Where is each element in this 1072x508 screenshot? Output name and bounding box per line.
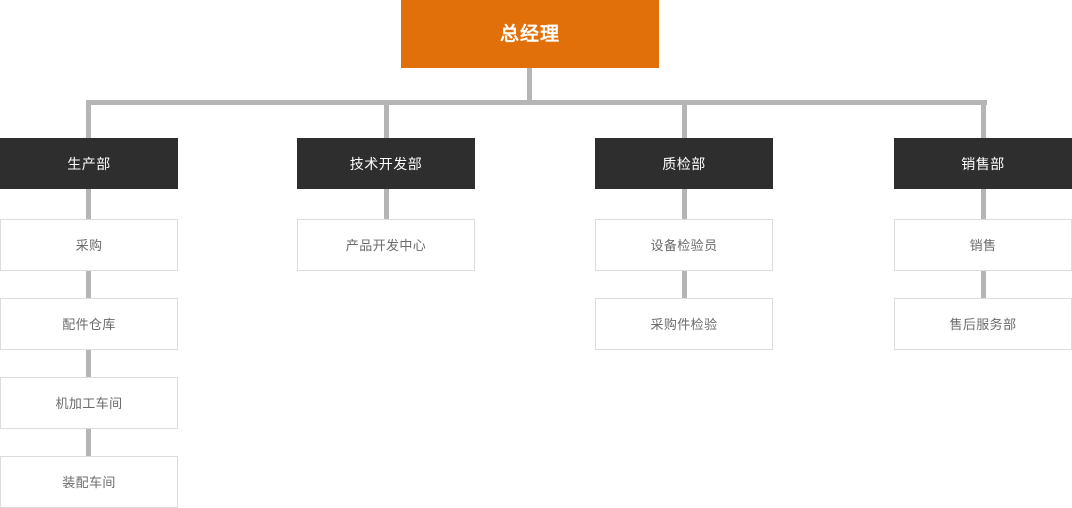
org-node-root-label: 总经理 bbox=[499, 23, 560, 45]
connector-dept-0-to-child-2 bbox=[86, 350, 91, 377]
org-node-dept-1[interactable]: 技术开发部 bbox=[297, 138, 475, 189]
org-node-dept-1-child-0-label: 产品开发中心 bbox=[345, 237, 427, 253]
connector-bus-to-dept-3 bbox=[981, 100, 986, 138]
connector-bus-to-dept-2 bbox=[682, 100, 687, 138]
org-node-dept-0-child-3-label: 装配车间 bbox=[62, 474, 116, 490]
connector-dept-3-to-child-1 bbox=[981, 271, 986, 298]
connector-dept-0-to-child-3 bbox=[86, 429, 91, 456]
org-node-dept-2-child-1-label: 采购件检验 bbox=[650, 316, 718, 332]
org-node-dept-0-child-2-label: 机加工车间 bbox=[55, 395, 123, 411]
org-node-dept-2-child-1[interactable]: 采购件检验 bbox=[595, 298, 773, 350]
connector-bus-to-dept-0 bbox=[86, 100, 91, 138]
org-node-dept-0-child-2[interactable]: 机加工车间 bbox=[0, 377, 178, 429]
connector-dept-2-to-child-0 bbox=[682, 189, 687, 219]
connector-bus-horizontal bbox=[86, 100, 987, 105]
org-node-dept-2[interactable]: 质检部 bbox=[595, 138, 773, 189]
org-node-dept-0-label: 生产部 bbox=[67, 155, 111, 172]
org-node-dept-1-label: 技术开发部 bbox=[349, 155, 423, 172]
org-node-dept-0-child-3[interactable]: 装配车间 bbox=[0, 456, 178, 508]
connector-dept-1-to-child-0 bbox=[384, 189, 389, 219]
org-node-dept-3-child-1[interactable]: 售后服务部 bbox=[894, 298, 1072, 350]
connector-dept-0-to-child-1 bbox=[86, 271, 91, 298]
org-node-dept-0-child-1[interactable]: 配件仓库 bbox=[0, 298, 178, 350]
org-node-dept-1-child-0[interactable]: 产品开发中心 bbox=[297, 219, 475, 271]
org-node-dept-2-child-0[interactable]: 设备检验员 bbox=[595, 219, 773, 271]
org-node-dept-3-child-0-label: 销售 bbox=[969, 237, 997, 253]
connector-root-to-bus bbox=[527, 68, 532, 105]
org-node-dept-0-child-1-label: 配件仓库 bbox=[62, 316, 116, 332]
connector-dept-0-to-child-0 bbox=[86, 189, 91, 219]
connector-dept-2-to-child-1 bbox=[682, 271, 687, 298]
org-node-dept-3[interactable]: 销售部 bbox=[894, 138, 1072, 189]
connector-bus-to-dept-1 bbox=[384, 100, 389, 138]
org-node-dept-0[interactable]: 生产部 bbox=[0, 138, 178, 189]
org-node-dept-0-child-0[interactable]: 采购 bbox=[0, 219, 178, 271]
org-node-root[interactable]: 总经理 bbox=[401, 0, 659, 68]
org-node-dept-0-child-0-label: 采购 bbox=[75, 237, 103, 253]
org-node-dept-3-label: 销售部 bbox=[961, 155, 1005, 172]
org-node-dept-3-child-0[interactable]: 销售 bbox=[894, 219, 1072, 271]
connector-dept-3-to-child-0 bbox=[981, 189, 986, 219]
org-node-dept-2-label: 质检部 bbox=[662, 155, 706, 172]
org-node-dept-3-child-1-label: 售后服务部 bbox=[949, 316, 1017, 332]
org-node-dept-2-child-0-label: 设备检验员 bbox=[650, 237, 718, 253]
